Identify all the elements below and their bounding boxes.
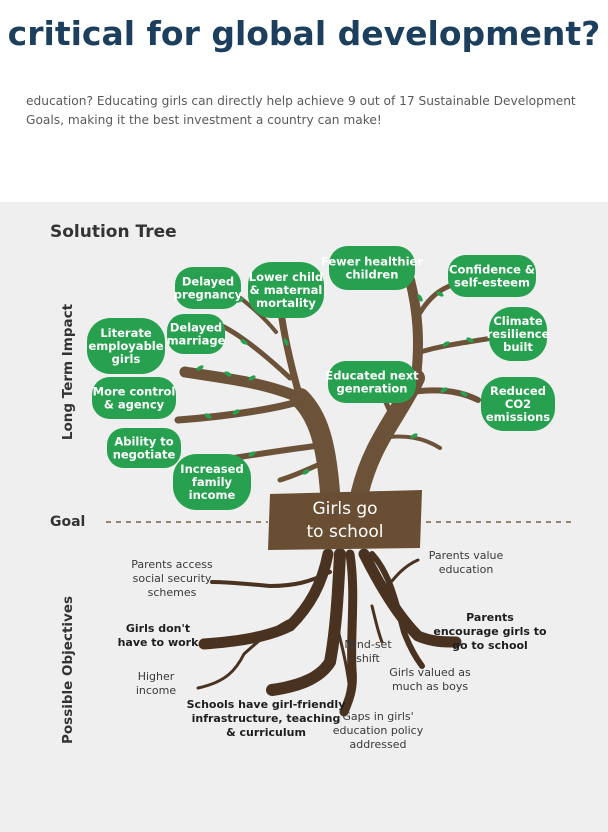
objective-text: Mind-set xyxy=(344,638,392,651)
impact-text: children xyxy=(346,268,399,282)
objective-text: & curriculum xyxy=(226,726,306,739)
objective-text: Schools have girl-friendly xyxy=(187,698,346,711)
impact-text: & agency xyxy=(104,398,165,412)
impact-text: Literate xyxy=(100,326,151,340)
objective-text: income xyxy=(136,684,177,697)
impact-text: More control xyxy=(93,385,176,399)
impact-leaf-shape xyxy=(87,318,165,374)
possible-objectives-label: Possible Objectives xyxy=(60,596,76,744)
objective-label: Schools have girl-friendlyinfrastructure… xyxy=(187,698,346,739)
impact-leaf-shape xyxy=(448,255,536,297)
impact-leaf-shape xyxy=(329,246,415,290)
objective-text: Girls don't xyxy=(126,622,190,635)
impact-leaf-shape xyxy=(107,428,181,468)
impact-leaf-shape xyxy=(173,454,251,510)
impact-leaf-shape xyxy=(328,361,416,403)
impact-text: Ability to xyxy=(114,435,173,449)
impact-text: income xyxy=(189,488,236,502)
impact-text: resilience xyxy=(487,327,550,341)
objective-text: social security xyxy=(133,572,212,585)
page-headline: critical for global development? xyxy=(7,14,601,53)
impact-text: pregnancy xyxy=(174,288,243,302)
impact-text: emissions xyxy=(486,410,550,424)
objective-text: education policy xyxy=(333,724,424,737)
impact-text: Increased xyxy=(180,462,243,476)
impact-text: Climate xyxy=(493,314,543,328)
impact-text: mortality xyxy=(256,296,316,310)
diagram-title: Solution Tree xyxy=(50,222,177,242)
impact-leaf-shape xyxy=(175,267,241,309)
long-term-impact-label: Long Term Impact xyxy=(60,303,76,440)
objective-text: Parents xyxy=(466,611,514,624)
impact-text: & maternal xyxy=(250,283,323,297)
impact-bubble: More control& agency xyxy=(92,377,176,419)
impact-text: built xyxy=(503,340,533,354)
objective-text: encourage girls to xyxy=(433,625,547,638)
impact-leaf-shape xyxy=(489,307,547,361)
objective-text: Parents access xyxy=(131,558,213,571)
objective-text: go to school xyxy=(452,639,528,652)
impact-text: Fewer healthier xyxy=(321,255,423,269)
goal-box: Girls go to school xyxy=(268,490,422,550)
objective-text: Girls valued as xyxy=(389,666,471,679)
goal-text-line-1: Girls go xyxy=(312,499,377,519)
objective-text: Higher xyxy=(138,670,175,683)
impact-text: girls xyxy=(112,352,141,366)
objective-text: addressed xyxy=(350,738,407,751)
impact-text: CO2 xyxy=(505,397,531,411)
objective-text: education xyxy=(439,563,494,576)
intro-paragraph: education? Educating girls can directly … xyxy=(26,94,576,127)
impact-text: Educated next xyxy=(325,369,419,383)
impact-leaf-shape xyxy=(248,262,324,318)
impact-leaf-shape xyxy=(481,377,555,431)
impact-text: Lower child xyxy=(249,270,323,284)
impact-text: negotiate xyxy=(113,448,176,462)
objective-text: much as boys xyxy=(392,680,468,693)
impact-text: family xyxy=(192,475,233,489)
impact-leaf-shape xyxy=(92,377,176,419)
impact-text: self-esteem xyxy=(454,276,530,290)
objective-text: schemes xyxy=(148,586,197,599)
objective-text: shift xyxy=(356,652,380,665)
impact-text: Reduced xyxy=(490,384,546,398)
goal-label: Goal xyxy=(50,514,85,530)
goal-text-line-2: to school xyxy=(307,522,384,542)
impact-text: employable xyxy=(88,339,163,353)
impact-text: Delayed xyxy=(170,321,222,335)
solution-tree-diagram: Solution Tree Long Term Impact Goal Poss… xyxy=(50,222,572,751)
impact-text: Delayed xyxy=(182,275,234,289)
impact-text: marriage xyxy=(167,334,226,348)
objective-text: Parents value xyxy=(429,549,504,562)
impact-text: generation xyxy=(337,382,408,396)
objective-text: infrastructure, teaching xyxy=(192,712,341,725)
impact-leaf-shape xyxy=(167,314,225,354)
objective-text: Gaps in girls' xyxy=(342,710,413,723)
impact-text: Confidence & xyxy=(449,263,535,277)
tree-roots xyxy=(196,548,462,717)
impact-bubble: Confidence &self-esteem xyxy=(448,255,536,297)
objective-text: have to work xyxy=(118,636,200,649)
